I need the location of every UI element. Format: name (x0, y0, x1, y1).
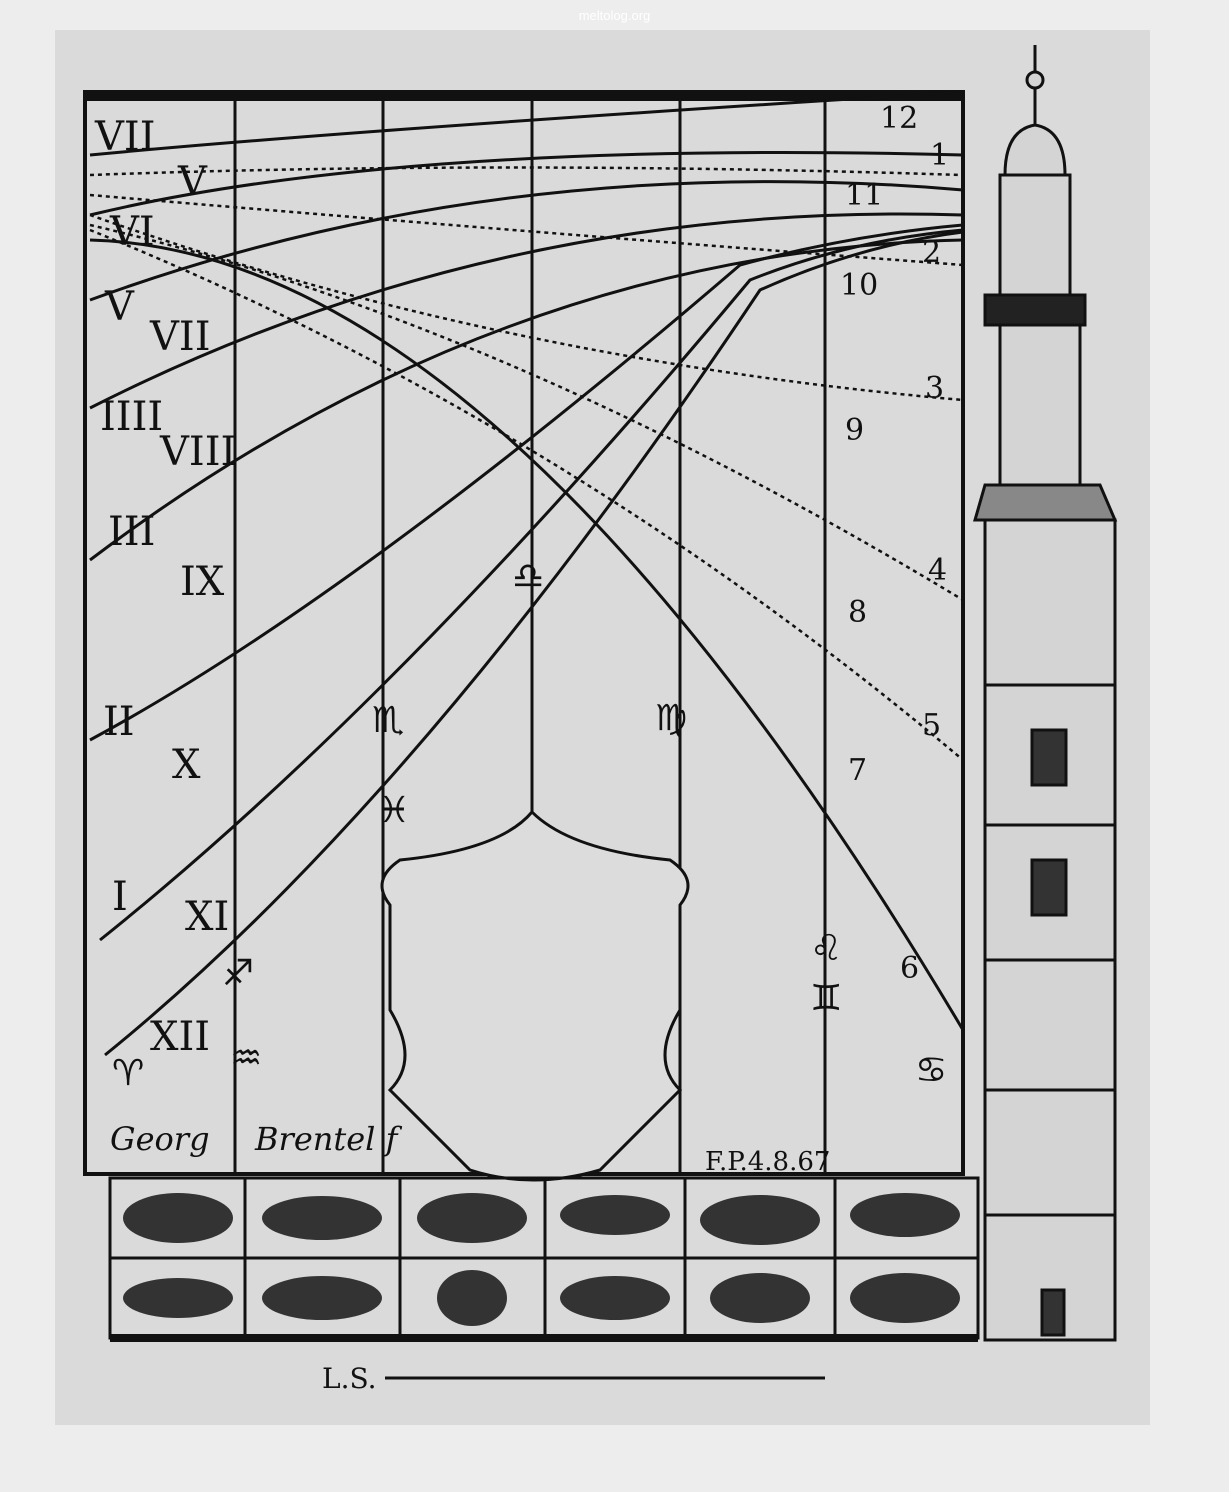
right-hour-label: 12 (880, 101, 918, 136)
engraver-last-name: Brentel f (254, 1120, 403, 1158)
hour-lines (89, 90, 965, 1057)
zodiac-sign: ♋ (915, 1050, 947, 1091)
left-hour-label: III (108, 509, 155, 555)
zodiac-sign: ♌ (810, 928, 842, 969)
zodiac-figures (123, 1193, 960, 1326)
right-hour-label: 2 (922, 235, 941, 270)
left-hour-label: VII (149, 314, 211, 360)
right-hour-label: 9 (845, 413, 864, 448)
watermark: meltolog.org (578, 8, 651, 23)
zodiac-sign: ♒ (230, 1038, 262, 1079)
tower (973, 45, 1118, 1342)
scale-label: L.S. (322, 1362, 377, 1395)
left-hour-label: VI (109, 209, 155, 255)
right-hour-label: 8 (848, 595, 867, 630)
plate-number: F.P.4.8.67 (705, 1147, 830, 1177)
engraver-first-name: Georg (110, 1120, 210, 1158)
right-hour-label: 1 (930, 138, 949, 173)
right-hour-label: 6 (900, 951, 919, 986)
left-hour-label: II (103, 699, 135, 745)
left-hour-label: IIII (100, 394, 163, 440)
left-hour-label: I (112, 874, 128, 920)
left-hour-label: IX (180, 559, 225, 605)
left-hour-label: V (177, 159, 208, 205)
zodiac-sign: ♓ (378, 790, 410, 831)
left-hour-label: V (104, 284, 135, 330)
right-hour-label: 11 (845, 178, 883, 213)
dotted-lines (89, 166, 964, 761)
zodiac-sign: ♐ (222, 953, 254, 994)
right-hour-label: 5 (922, 708, 941, 743)
right-hour-label: 10 (840, 268, 878, 303)
zodiac-sign: ♈ (112, 1053, 144, 1094)
zodiac-sign: ♎ (512, 556, 544, 597)
zodiac-sign: ♍ (655, 698, 687, 739)
zodiac-sign: ♏ (372, 700, 404, 741)
right-hour-label: 7 (848, 753, 867, 788)
left-hour-label: XI (185, 894, 229, 940)
shield (380, 95, 690, 1182)
left-hour-label: XII (150, 1014, 210, 1060)
left-hour-label: VIII (159, 429, 236, 475)
left-hour-label: VII (94, 114, 156, 160)
zodiac-panel (108, 1176, 980, 1380)
zodiac-sign: ♊ (810, 978, 842, 1019)
left-hour-label: X (172, 742, 201, 788)
right-hour-label: 4 (928, 553, 947, 588)
right-hour-label: 3 (925, 371, 944, 406)
